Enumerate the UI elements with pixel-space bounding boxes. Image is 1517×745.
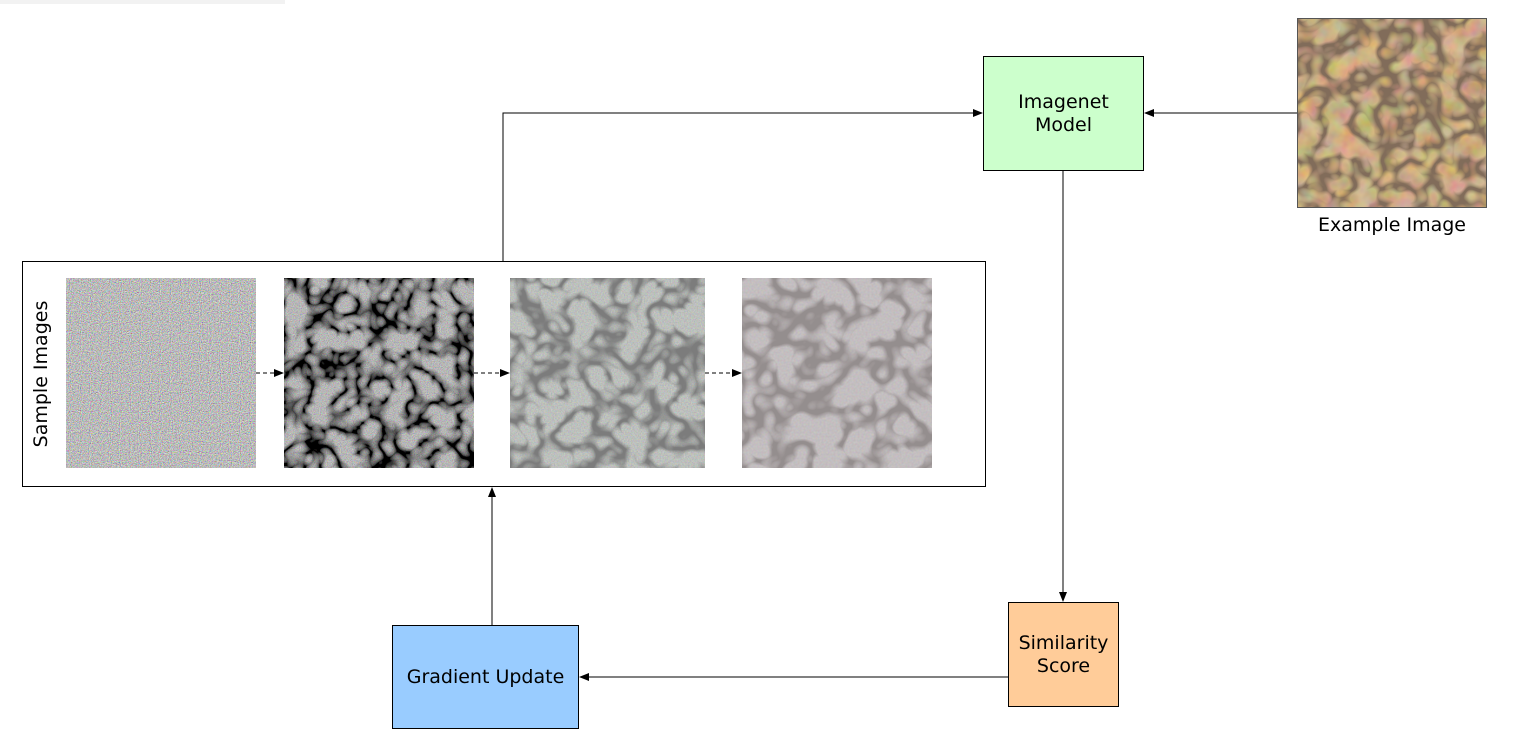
gradient-update-label: Gradient Update [406, 665, 565, 688]
sample-image-final [742, 278, 932, 468]
similarity-score-node: Similarity Score [1008, 602, 1119, 707]
imagenet-model-label: Imagenet Model [1018, 90, 1109, 136]
sample-image-noise [66, 278, 256, 468]
similarity-score-label: Similarity Score [1018, 631, 1109, 677]
example-image-caption: Example Image [1318, 214, 1466, 236]
imagenet-model-node: Imagenet Model [983, 56, 1144, 171]
sample-image-early [284, 278, 474, 468]
sample-image-mid [510, 278, 705, 468]
edge-samples-to-imagenet [502, 109, 983, 261]
gradient-update-node: Gradient Update [392, 625, 579, 729]
example-image [1297, 18, 1487, 208]
top-strip [0, 0, 285, 4]
